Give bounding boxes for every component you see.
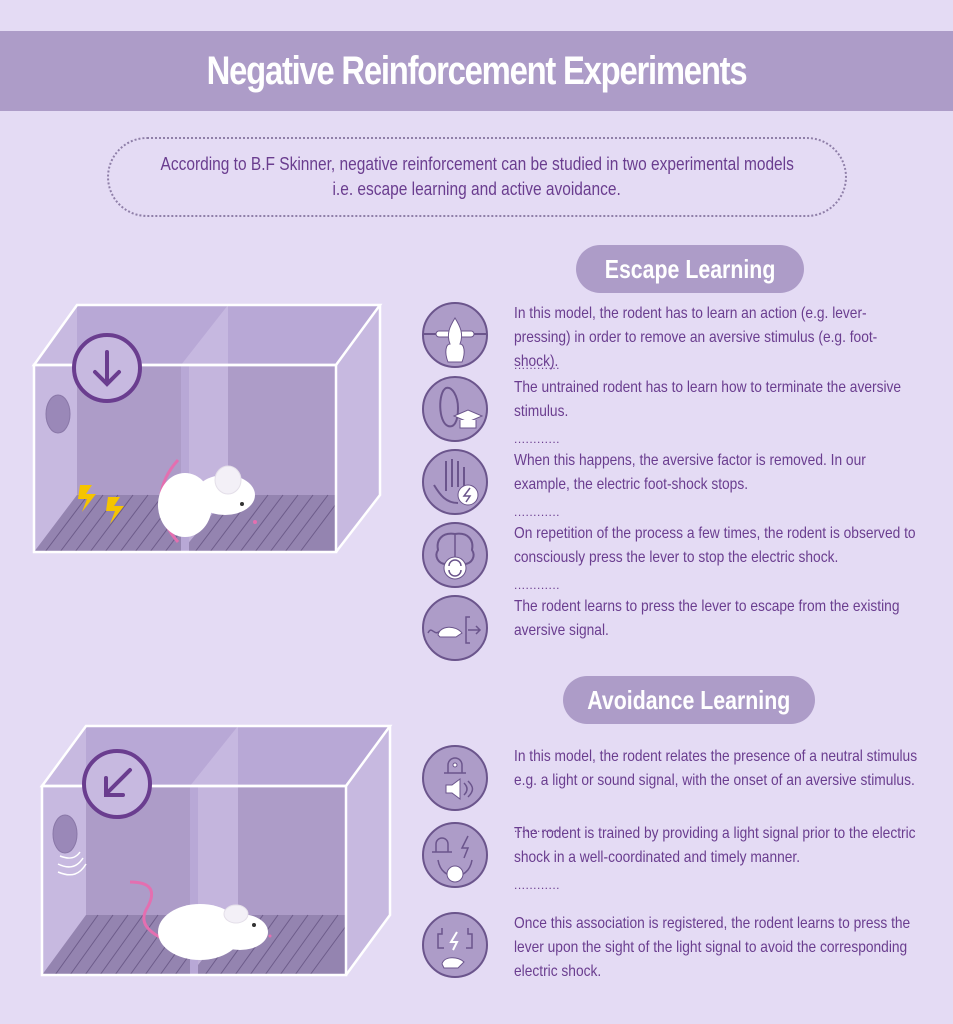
hand-shock-icon xyxy=(422,449,488,515)
separator: ............ xyxy=(514,878,561,892)
separator: ............ xyxy=(514,505,561,519)
avoidance-learning-heading-text: Avoidance Learning xyxy=(587,685,791,715)
rodent-graduate-icon xyxy=(422,376,488,442)
intro-box: According to B.F Skinner, negative reinf… xyxy=(107,137,847,217)
alarm-shock-clock-icon xyxy=(422,822,488,888)
rodent-exit-icon xyxy=(422,595,488,661)
separator: ............ xyxy=(514,821,561,835)
avoidance-learning-heading: Avoidance Learning xyxy=(563,676,815,724)
escape-learning-heading-text: Escape Learning xyxy=(604,254,776,284)
lever-flame-icon xyxy=(422,302,488,368)
avoidance-item-2-text: The rodent is trained by providing a lig… xyxy=(514,825,916,866)
escape-item-1-text: In this model, the rodent has to learn a… xyxy=(514,305,878,370)
separator: ............ xyxy=(514,358,561,372)
shock-rodent-cycle-icon xyxy=(422,912,488,978)
page-title: Negative Reinforcement Experiments xyxy=(206,49,748,93)
escape-learning-heading: Escape Learning xyxy=(576,245,804,293)
brain-repeat-icon xyxy=(422,522,488,588)
intro-line-1: According to B.F Skinner, negative reinf… xyxy=(160,154,794,174)
separator: ............ xyxy=(514,432,561,446)
escape-item-2-text: The untrained rodent has to learn how to… xyxy=(514,379,902,420)
shock-icon xyxy=(78,485,124,524)
sound-waves-icon xyxy=(57,851,87,876)
alarm-speaker-icon xyxy=(422,745,488,811)
escape-item-4-text: On repetition of the process a few times… xyxy=(514,525,916,566)
avoidance-item-3-text: Once this association is registered, the… xyxy=(514,915,911,980)
escape-chamber-illustration xyxy=(31,303,383,554)
escape-item-3-text: When this happens, the aversive factor i… xyxy=(514,452,866,493)
escape-item-5-text: The rodent learns to press the lever to … xyxy=(514,598,900,639)
avoidance-chamber-illustration xyxy=(39,724,393,977)
separator: ............ xyxy=(514,578,561,592)
title-banner: Negative Reinforcement Experiments xyxy=(0,31,953,111)
intro-line-2: i.e. escape learning and active avoidanc… xyxy=(332,179,622,199)
avoidance-item-1-text: In this model, the rodent relates the pr… xyxy=(514,748,918,789)
